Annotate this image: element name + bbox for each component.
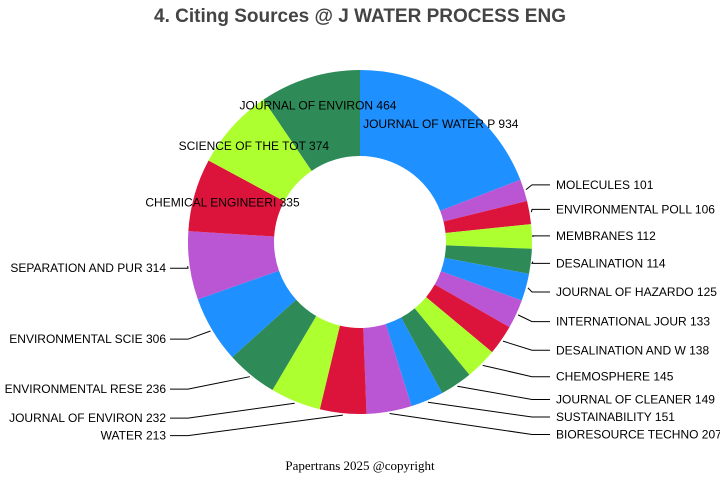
slice-molecules-1 xyxy=(440,179,528,222)
leader-line-international-jour-6 xyxy=(517,314,550,323)
slice-label-membranes-3: MEMBRANES 112 xyxy=(556,229,656,243)
leader-line-bioresource-techno-11 xyxy=(389,412,550,435)
slice-label-chemosphere-8: CHEMOSPHERE 145 xyxy=(556,370,674,384)
slice-label-journal-of-environ-13: JOURNAL OF ENVIRON 232 xyxy=(9,411,166,425)
slice-desalination-and-w-7 xyxy=(426,284,510,353)
slice-environmental-poll-2 xyxy=(443,201,532,234)
slice-journal-of-hazardo-5 xyxy=(440,257,530,301)
leader-line-separation-and-pur-16 xyxy=(170,265,189,269)
leader-line-molecules-1 xyxy=(525,184,550,191)
slice-label-molecules-1: MOLECULES 101 xyxy=(556,178,654,192)
slice-label-journal-of-cleaner-9: JOURNAL OF CLEANER 149 xyxy=(556,392,715,406)
slice-environmental-scie-15 xyxy=(197,270,297,358)
leader-line-journal-of-cleaner-9 xyxy=(457,385,550,400)
slice-label-journal-of-hazardo-5: JOURNAL OF HAZARDO 125 xyxy=(556,285,717,299)
slice-label-water-12: WATER 213 xyxy=(101,429,167,443)
slice-membranes-3 xyxy=(445,224,532,249)
slice-separation-and-pur-16 xyxy=(188,231,279,300)
slice-environmental-rese-14 xyxy=(232,299,317,391)
slice-chemical-engineeri-17 xyxy=(188,160,285,237)
leader-line-journal-of-hazardo-5 xyxy=(527,287,550,293)
slice-label-science-of-the-tot-18: SCIENCE OF THE TOT 374 xyxy=(179,139,330,153)
slice-desalination-4 xyxy=(444,245,532,274)
slice-label-environmental-scie-15: ENVIRONMENTAL SCIE 306 xyxy=(9,332,166,346)
slice-journal-of-cleaner-9 xyxy=(401,308,470,394)
leader-line-environmental-poll-2 xyxy=(530,208,550,213)
slice-label-sustainability-10: SUSTAINABILITY 151 xyxy=(556,410,675,424)
leader-line-environmental-rese-14 xyxy=(170,376,250,390)
slice-label-journal-of-water-p-0: JOURNAL OF WATER P 934 xyxy=(363,117,519,131)
chart-title: 4. Citing Sources @ J WATER PROCESS ENG xyxy=(154,6,566,27)
leader-line-sustainability-10 xyxy=(427,401,550,418)
copyright-footer: Papertrans 2025 @copyright xyxy=(285,458,435,473)
leader-line-water-12 xyxy=(170,414,343,437)
slice-international-jour-6 xyxy=(434,271,522,328)
slice-label-separation-and-pur-16: SEPARATION AND PUR 314 xyxy=(10,261,166,275)
leader-line-chemosphere-8 xyxy=(482,364,550,378)
leader-line-membranes-3 xyxy=(531,235,550,237)
slice-label-environmental-poll-2: ENVIRONMENTAL POLL 106 xyxy=(556,202,715,216)
slice-bioresource-techno-11 xyxy=(363,324,412,414)
slice-label-environmental-rese-14: ENVIRONMENTAL RESE 236 xyxy=(5,382,167,396)
slice-chemosphere-8 xyxy=(414,297,493,375)
slice-label-bioresource-techno-11: BIORESOURCE TECHNO 207 xyxy=(556,427,720,441)
slice-label-desalination-4: DESALINATION 114 xyxy=(556,256,666,270)
slice-journal-of-water-p-0 xyxy=(360,70,521,211)
leader-line-desalination-4 xyxy=(531,261,550,264)
slice-label-chemical-engineeri-17: CHEMICAL ENGINEERI 335 xyxy=(145,196,300,210)
slice-journal-of-environ-13 xyxy=(272,316,340,410)
slice-label-journal-of-environ-19: JOURNAL OF ENVIRON 464 xyxy=(240,98,397,112)
slice-sustainability-10 xyxy=(385,317,443,407)
leader-line-desalination-and-w-7 xyxy=(502,340,550,351)
slice-label-international-jour-6: INTERNATIONAL JOUR 133 xyxy=(556,315,710,329)
slice-journal-of-environ-19 xyxy=(263,70,360,171)
leader-line-environmental-scie-15 xyxy=(170,330,211,340)
leader-line-journal-of-environ-13 xyxy=(170,402,295,419)
slice-water-12 xyxy=(319,325,367,414)
slice-science-of-the-tot-18 xyxy=(208,99,312,202)
slice-label-desalination-and-w-7: DESALINATION AND W 138 xyxy=(556,343,709,357)
